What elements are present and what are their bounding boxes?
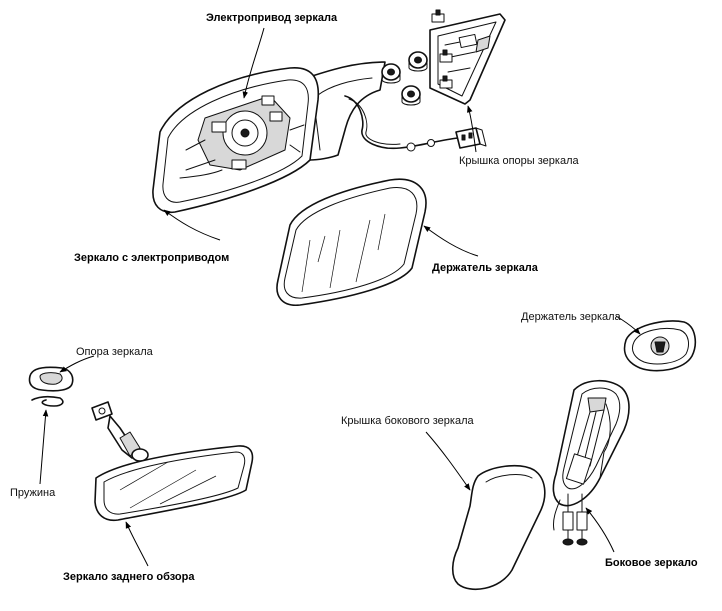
side-mirror-cover xyxy=(451,464,546,591)
label-side-mirror: Боковое зеркало xyxy=(605,557,698,569)
label-power-mirror: Зеркало с электроприводом xyxy=(74,252,229,264)
mirror-mount-pad xyxy=(28,366,74,392)
label-power-drive: Электропривод зеркала xyxy=(206,12,338,24)
rearview-mirror-body xyxy=(94,445,254,522)
label-mirror-mount: Опора зеркала xyxy=(76,346,154,358)
side-mirror-holder xyxy=(623,320,697,372)
power-mirror-assembly xyxy=(152,61,487,214)
label-mirror-holder-right: Держатель зеркала xyxy=(521,311,622,323)
label-rearview-mirror: Зеркало заднего обзора xyxy=(63,571,195,583)
rearview-mirror-stem xyxy=(91,401,149,462)
spring-clip xyxy=(31,395,64,407)
label-side-mirror-cover: Крышка бокового зеркала xyxy=(341,415,474,427)
label-spring: Пружина xyxy=(10,487,56,499)
mirror-glass-holder xyxy=(276,178,427,306)
side-mirror-body xyxy=(552,379,630,546)
label-mirror-holder-top: Держатель зеркала xyxy=(432,262,539,274)
labels: Электропривод зеркала Крышка опоры зерка… xyxy=(10,12,698,583)
leader-lines xyxy=(39,27,641,567)
label-mount-cover: Крышка опоры зеркала xyxy=(459,155,580,167)
mount-fasteners xyxy=(381,9,453,106)
